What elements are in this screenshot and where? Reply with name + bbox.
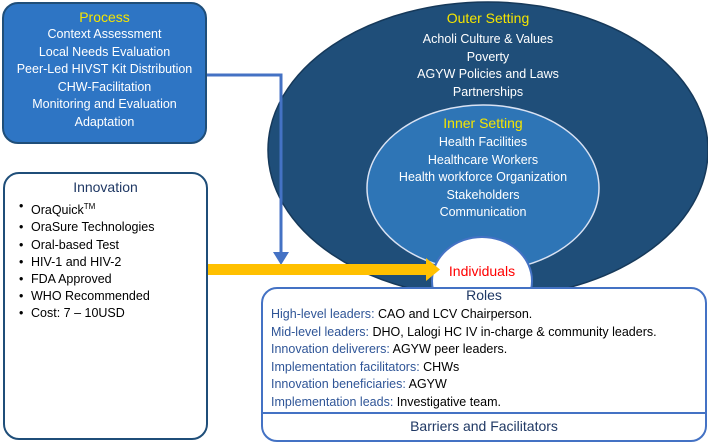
- inner-setting-item: Stakeholders: [446, 187, 520, 202]
- process-box: Process Context Assessment Local Needs E…: [2, 2, 207, 144]
- innovation-box: Innovation OraQuickTM OraSure Technologi…: [3, 172, 208, 440]
- roles-title: Roles: [466, 287, 502, 303]
- inner-setting-item: Health Facilities: [438, 135, 528, 149]
- barriers-facilitators-label: Barriers and Facilitators: [410, 418, 558, 434]
- role-line: High-level leaders: CAO and LCV Chairper…: [271, 307, 533, 321]
- outer-setting-item: Acholi Culture & Values: [422, 32, 554, 46]
- process-item: Local Needs Evaluation: [38, 44, 171, 59]
- inner-setting-group: Inner Setting Health Facilities Healthca…: [373, 114, 593, 222]
- role-line: Innovation beneficiaries: AGYW: [271, 377, 447, 392]
- inner-setting-item: Healthcare Workers: [427, 152, 539, 167]
- roles-box: Roles High-level leaders: CAO and LCV Ch…: [261, 287, 707, 442]
- outer-setting-item: Partnerships: [452, 84, 524, 99]
- outer-setting-group: Outer Setting Acholi Culture & Values Po…: [388, 9, 588, 101]
- innovation-list: OraQuickTM OraSure Technologies Oral-bas…: [5, 198, 206, 323]
- outer-setting-item: AGYW Policies and Laws: [417, 67, 559, 81]
- innovation-item: HIV-1 and HIV-2: [19, 254, 206, 271]
- role-line: Implementation facilitators: CHWs: [271, 359, 460, 374]
- inner-setting-title: Inner Setting: [443, 115, 523, 131]
- innovation-item: Cost: 7 – 10USD: [19, 305, 206, 322]
- process-list: Context Assessment Local Needs Evaluatio…: [4, 26, 205, 131]
- process-item: Adaptation: [74, 114, 135, 129]
- innovation-item: WHO Recommended: [19, 288, 206, 305]
- process-item: CHW-Facilitation: [57, 79, 152, 94]
- innovation-item: FDA Approved: [19, 271, 206, 288]
- innovation-item: Oral-based Test: [19, 237, 206, 254]
- process-connector-arrow: [206, 73, 283, 255]
- innovation-title: Innovation: [73, 179, 138, 195]
- inner-setting-item: Health workforce Organization: [398, 170, 568, 184]
- process-item: Context Assessment: [47, 27, 162, 41]
- inner-setting-item: Communication: [439, 205, 527, 219]
- outer-setting-title: Outer Setting: [446, 10, 530, 26]
- innovation-arrow-head: [426, 258, 440, 281]
- outer-setting-item: Poverty: [466, 49, 510, 64]
- process-title: Process: [79, 9, 130, 25]
- innovation-item: OraQuickTM: [19, 198, 206, 219]
- individuals-title: Individuals: [448, 263, 516, 279]
- role-line: Mid-level leaders: DHO, Lalogi HC IV in-…: [271, 324, 657, 339]
- roles-list: High-level leaders: CAO and LCV Chairper…: [263, 306, 705, 412]
- role-line: Implementation leads: Investigative team…: [271, 394, 501, 409]
- innovation-item: OraSure Technologies: [19, 219, 206, 236]
- innovation-arrow-shaft: [208, 264, 428, 275]
- role-line: Innovation deliverers: AGYW peer leaders…: [271, 342, 508, 357]
- process-connector-arrowhead: [273, 252, 289, 265]
- process-item: Monitoring and Evaluation: [32, 97, 177, 111]
- process-item: Peer-Led HIVST Kit Distribution: [16, 62, 193, 76]
- barriers-divider: [263, 412, 705, 414]
